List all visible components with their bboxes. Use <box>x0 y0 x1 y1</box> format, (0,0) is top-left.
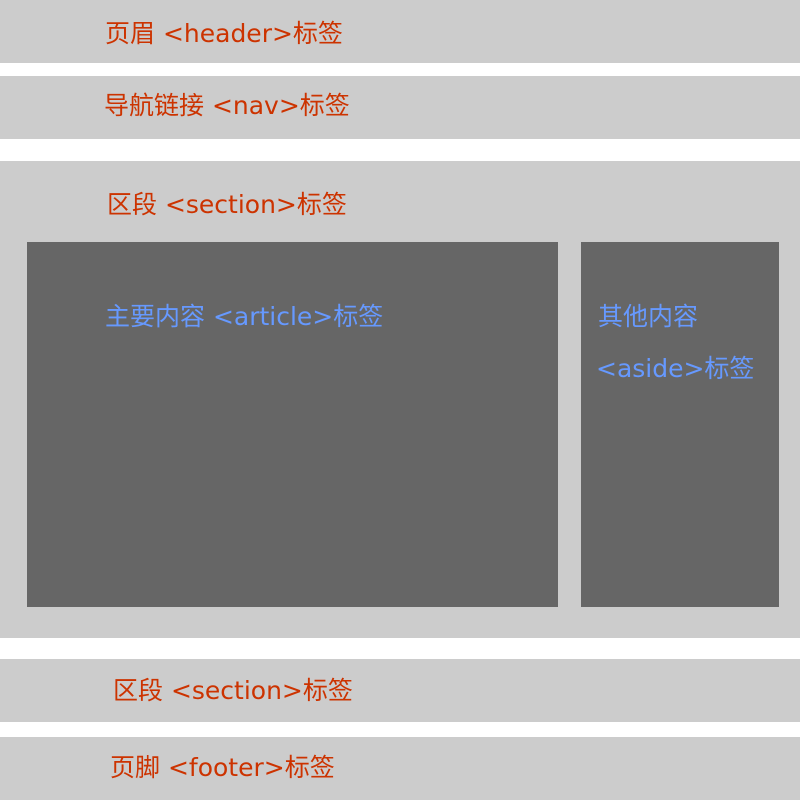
nav-band: 导航链接 <nav>标签 <box>0 76 800 139</box>
header-band: 页眉 <header>标签 <box>0 0 800 63</box>
aside-box: 其他内容 <aside>标签 <box>581 242 779 607</box>
article-box: 主要内容 <article>标签 <box>27 242 558 607</box>
article-label: 主要内容 <article>标签 <box>105 302 384 331</box>
footer-label: 页脚 <footer>标签 <box>110 753 335 782</box>
aside-label-line2: <aside>标签 <box>596 354 755 383</box>
section-label: 区段 <section>标签 <box>107 190 347 219</box>
aside-label-line1: 其他内容 <box>598 302 699 331</box>
section2-label: 区段 <section>标签 <box>113 676 353 705</box>
footer-band: 页脚 <footer>标签 <box>0 737 800 800</box>
section-band-secondary: 区段 <section>标签 <box>0 659 800 722</box>
section-band-main: 区段 <section>标签 主要内容 <article>标签 其他内容 <as… <box>0 161 800 638</box>
header-label: 页眉 <header>标签 <box>105 19 343 48</box>
nav-label: 导航链接 <nav>标签 <box>104 91 350 120</box>
